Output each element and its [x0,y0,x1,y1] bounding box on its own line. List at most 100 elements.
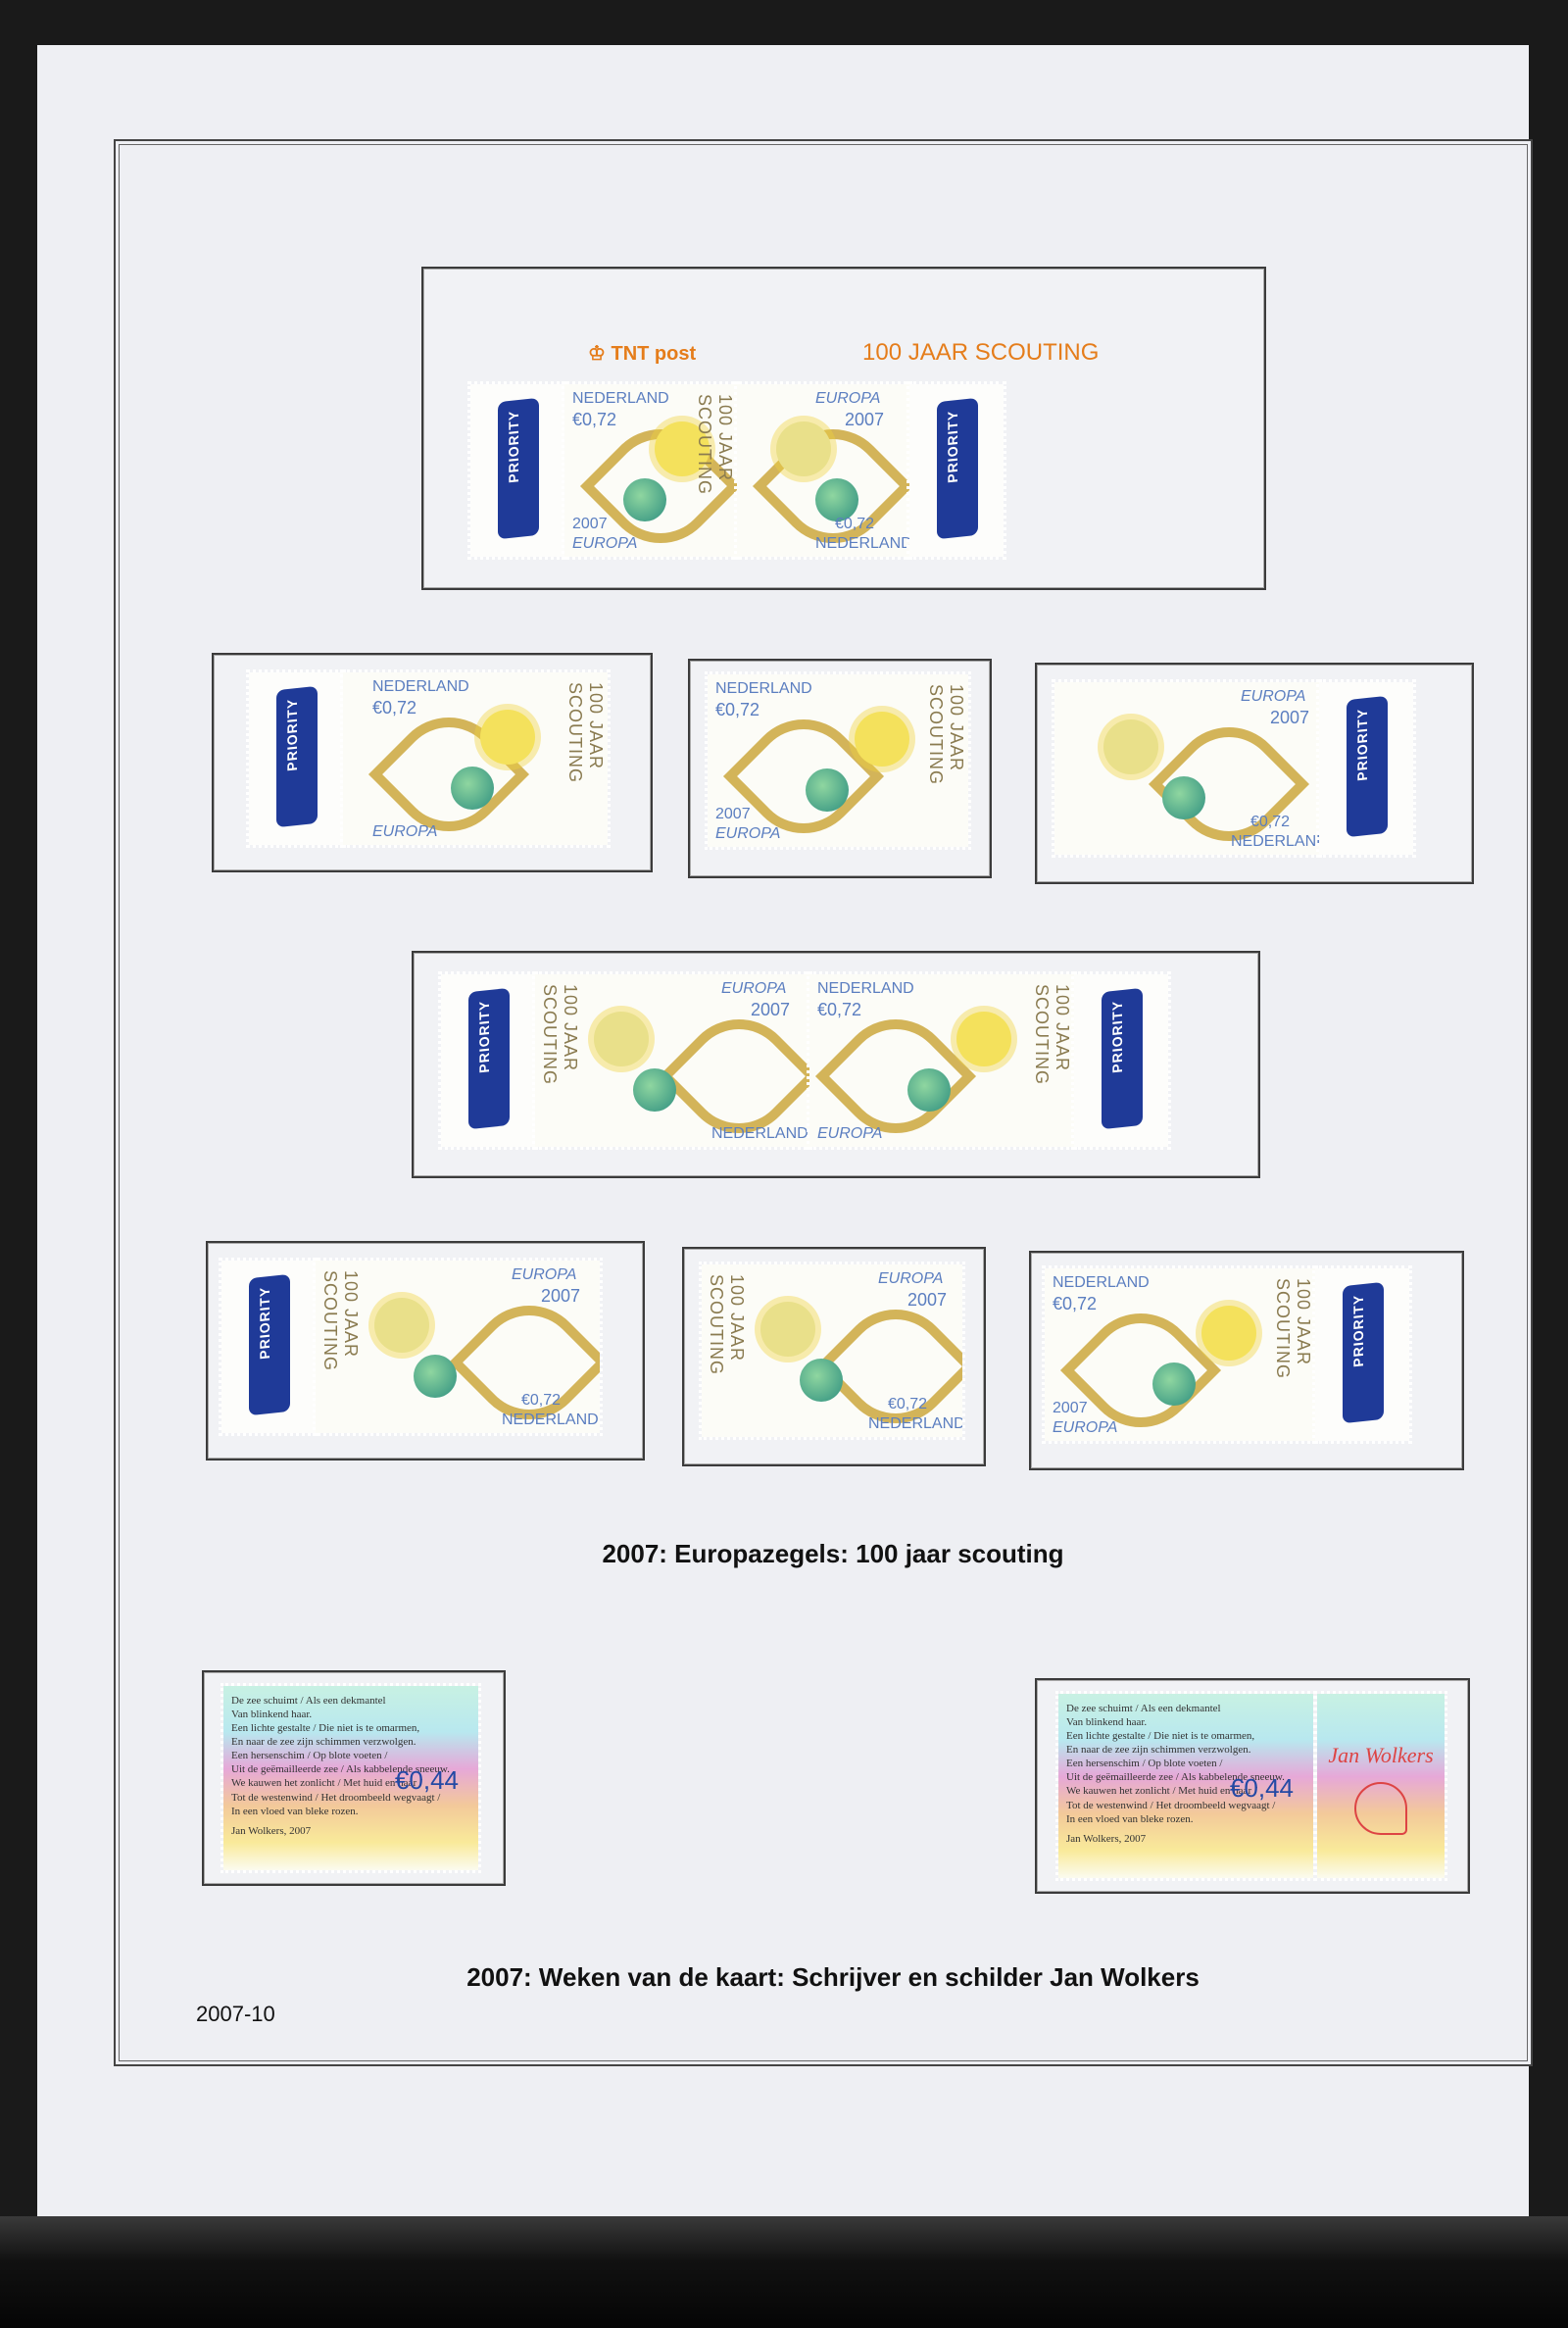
stamp-country: NEDERLAND [815,535,909,552]
stamp-strip-5: PRIORITY 100 JAAR SCOUTING EUROPA 2007 N… [438,971,1171,1150]
moon-icon [594,1012,649,1066]
moon-icon [1103,719,1158,774]
stamp-europa: EUROPA [1241,688,1306,705]
scouting-stamp: NEDERLAND €0,72 100 JAAR SCOUTING 2007 E… [562,381,740,560]
stamp-year: 2007 [715,806,751,822]
stamp-country: NEDERLAND [372,678,469,695]
globe-icon [1152,1362,1196,1406]
stamp-year: 2007 [751,1000,791,1019]
poem-line: De zee schuimt / Als een dekmantel [231,1695,386,1707]
priority-label: PRIORITY [1343,1281,1384,1424]
page-number: 2007-10 [196,2002,275,2026]
stamp-country: NEDERLAND [1053,1274,1150,1291]
stamp-europa: EUROPA [815,390,881,407]
poem-line: We kauwen het zonlicht / Met huid en haa… [1066,1785,1257,1798]
stamp-year: 2007 [845,410,885,429]
sun-icon [956,1012,1011,1066]
priority-tab: PRIORITY [1312,1265,1412,1444]
tnt-post-logo: ♔ TNT post [588,343,697,365]
poem-line: In een vloed van bleke rozen. [231,1805,359,1817]
globe-icon [806,768,849,812]
stamp-country: NEDERLAND [711,1125,808,1142]
stamp-country: NEDERLAND [572,390,669,407]
stamp-vertical-text: 100 JAAR SCOUTING [320,1270,361,1372]
poem-line: We kauwen het zonlicht / Met huid en haa… [231,1777,422,1790]
stamp-vertical-text: 100 JAAR SCOUTING [1032,984,1072,1086]
poem-author: Jan Wolkers, 2007 [231,1824,312,1837]
stamp-value: €0,72 [835,516,875,532]
stamp-vertical-text: 100 JAAR SCOUTING [540,984,580,1086]
sun-icon [1201,1306,1256,1361]
stamp-country: NEDERLAND [715,680,812,697]
poem-line: Uit de geëmailleerde zee / Als kabbelend… [1066,1771,1285,1784]
stamp-europa: EUROPA [512,1266,577,1283]
priority-tab: PRIORITY [467,381,567,560]
stamp-vertical-text: 100 JAAR SCOUTING [707,1274,747,1376]
globe-icon [414,1355,457,1398]
sun-icon [655,421,710,476]
stamp-year: 2007 [1053,1400,1088,1416]
stamp-europa: EUROPA [721,980,787,997]
poem-line: Tot de westenwind / Het droombeeld wegva… [1066,1799,1276,1811]
stamp-value: €0,72 [1250,814,1291,830]
stamp-year: 2007 [541,1286,581,1306]
stamp-value: €0,44 [1229,1773,1294,1803]
scouting-stamp: NEDERLAND €0,72 100 JAAR SCOUTING EUROPA [340,669,611,848]
priority-tab: PRIORITY [438,971,538,1150]
stamp-value: €0,72 [888,1396,928,1412]
moon-icon [776,421,831,476]
stamp-strip-8: NEDERLAND €0,72 100 JAAR SCOUTING 2007 E… [1042,1265,1412,1444]
stamp-europa: EUROPA [572,535,638,552]
poem-line: Een hersenschim / Op blote voeten / [1066,1758,1223,1770]
poem-line: De zee schuimt / Als een dekmantel [1066,1703,1221,1714]
moon-icon [374,1298,429,1353]
stamp-year: 2007 [572,516,608,532]
caption-europa: 2007: Europazegels: 100 jaar scouting [602,1539,1064,1568]
globe-icon [815,478,858,521]
globe-icon [451,767,494,810]
priority-tab: PRIORITY [219,1258,318,1436]
moon-icon [760,1302,815,1357]
stamp-strip-2: PRIORITY NEDERLAND €0,72 100 JAAR SCOUTI… [246,669,611,848]
priority-tab: PRIORITY [1316,679,1416,858]
poem-line: Een lichte gestalte / Die niet is te oma… [231,1722,420,1735]
priority-label: PRIORITY [1347,695,1388,838]
poem-line: En naar de zee zijn schimmen verzwolgen. [1066,1744,1251,1757]
globe-icon [800,1359,843,1402]
scouting-stamp: NEDERLAND €0,72 100 JAAR SCOUTING EUROPA [807,971,1077,1150]
sun-icon [855,712,909,767]
wolkers-stamp: De zee schuimt / Als een dekmantel Van b… [220,1683,481,1873]
globe-icon [623,478,666,521]
priority-label: PRIORITY [937,397,978,540]
stamp-value: €0,72 [572,410,617,429]
stamp-year: 2007 [907,1290,948,1310]
stamp-country: NEDERLAND [1231,833,1319,850]
sun-icon [480,710,535,765]
poem-line: Een hersenschim / Op blote voeten / [231,1750,388,1762]
stamp-strip-1: PRIORITY NEDERLAND €0,72 100 JAAR SCOUTI… [467,381,1006,560]
page-border [114,139,1533,2066]
stamp-year: 2007 [1270,708,1310,727]
sheet-header: ♔ TNT post 100 JAAR SCOUTING [588,335,1176,378]
stamp-europa: EUROPA [715,825,781,842]
stamp-vertical-text: 100 JAAR SCOUTING [565,682,606,784]
stamp-strip-4: EUROPA 2007 €0,72 NEDERLAND PRIORITY [1052,679,1416,858]
globe-icon [907,1068,951,1112]
binder-edge [0,2216,1568,2328]
stamp-strip-6: PRIORITY 100 JAAR SCOUTING EUROPA 2007 €… [219,1258,603,1436]
globe-icon [1162,776,1205,819]
caption-wolkers: 2007: Weken van de kaart: Schrijver en s… [466,1962,1200,1992]
wolkers-signature-tab: Jan Wolkers [1314,1691,1447,1881]
stamp-vertical-text: 100 JAAR SCOUTING [1273,1278,1313,1380]
priority-label: PRIORITY [468,987,510,1130]
stamp-country: NEDERLAND [502,1412,599,1428]
priority-label: PRIORITY [276,685,318,828]
scouting-stamp: NEDERLAND €0,72 100 JAAR SCOUTING 2007 E… [1042,1265,1318,1444]
scouting-stamp: NEDERLAND €0,72 100 JAAR SCOUTING 2007 E… [705,671,971,850]
globe-icon [633,1068,676,1112]
priority-tab: PRIORITY [906,381,1006,560]
stamp-country: NEDERLAND [817,980,914,997]
stamp-vertical-text: 100 JAAR SCOUTING [926,684,966,786]
poem-line: Tot de westenwind / Het droombeeld wegva… [231,1791,441,1804]
priority-label: PRIORITY [498,397,539,540]
